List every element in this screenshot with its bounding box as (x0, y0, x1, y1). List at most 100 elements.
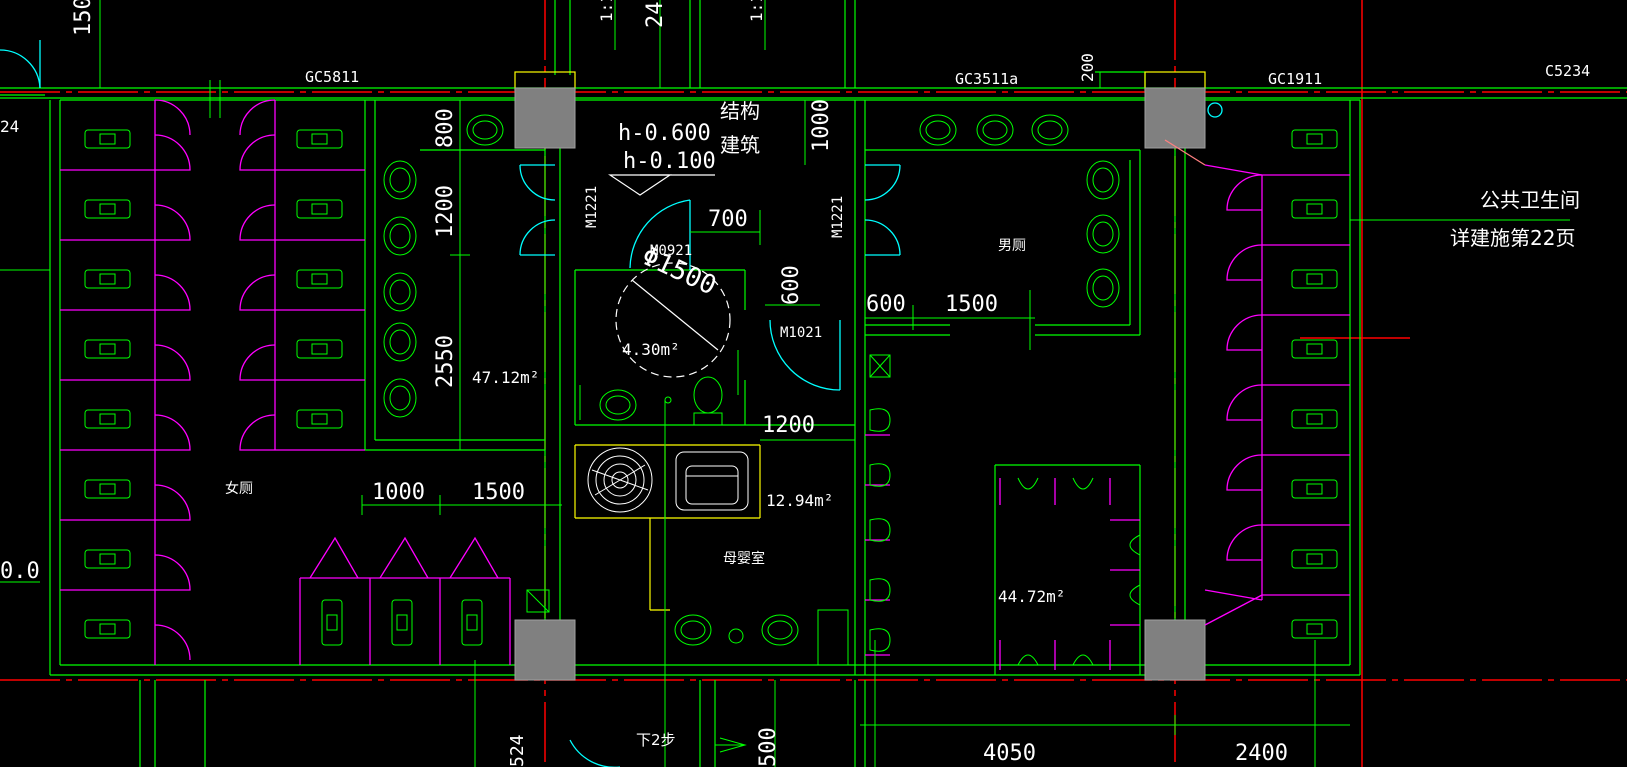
urinal (869, 628, 891, 652)
toilet (84, 129, 131, 149)
women-area: 47.12m² (472, 368, 539, 387)
urinal (869, 463, 891, 487)
window-label-c5234: C5234 (1545, 62, 1590, 80)
window-label-gc1911: GC1911 (1268, 70, 1322, 88)
washbasin (761, 614, 799, 646)
men-area: 44.72m² (998, 587, 1065, 606)
turning-circle (615, 262, 731, 378)
dim-150-top: 150 (71, 0, 96, 36)
toilet (1291, 479, 1338, 499)
dim-500: 500 (756, 727, 781, 767)
toilet (296, 409, 343, 429)
toilet (296, 339, 343, 359)
urinal (1129, 584, 1141, 606)
toilet (84, 409, 131, 429)
washbasin (383, 272, 417, 312)
level-architecture-label: 建筑 (720, 133, 760, 157)
dim-1000-vertical: 1000 (809, 99, 834, 152)
urinal (869, 408, 891, 432)
dim-ratio-b: 1:1 (747, 0, 766, 22)
toilet (84, 339, 131, 359)
dim-00-left: 0.0 (0, 559, 40, 584)
urinal (1072, 654, 1094, 666)
toilet (84, 619, 131, 639)
dim-4050: 4050 (983, 741, 1036, 766)
urinal (1017, 477, 1039, 490)
urinals (869, 408, 1141, 666)
dim-800: 800 (433, 108, 458, 148)
toilet (1291, 549, 1338, 569)
door-swings (0, 40, 1223, 767)
women-room-name: 女厕 (225, 480, 253, 497)
door-label-m1221-left: M1221 (584, 186, 600, 228)
toilet (296, 269, 343, 289)
dim-700: 700 (708, 207, 748, 232)
door-label-m0921: M0921 (650, 243, 692, 259)
mother-baby-furniture (587, 447, 749, 513)
toilet (461, 599, 483, 646)
urinal (869, 518, 891, 542)
door-label-m1021: M1021 (780, 325, 822, 341)
men-room-name: 男厕 (998, 238, 1026, 254)
dim-524: 524 (507, 734, 528, 767)
urinal (869, 578, 891, 602)
dim-600-horizontal: 600 (866, 292, 906, 317)
washbasin (1086, 160, 1120, 200)
level-marker (608, 174, 715, 196)
door-label-m1221-right: M1221 (830, 196, 846, 238)
washbasin (383, 160, 417, 200)
note-line-1: 公共卫生间 (1480, 188, 1580, 212)
dim-ratio-a: 1:1 (597, 0, 616, 22)
dim-24-top: 24 (643, 2, 668, 29)
dimension-lines (0, 0, 1570, 767)
accessible-area: 4.30m² (622, 340, 680, 359)
toilet (296, 199, 343, 219)
washbasin (466, 114, 504, 146)
toilet (1291, 619, 1338, 639)
toilet (1291, 409, 1338, 429)
dim-1200-vertical: 1200 (433, 185, 458, 238)
stall-partitions (60, 99, 1350, 670)
toilet (1291, 129, 1338, 149)
dim-1200-horizontal: 1200 (762, 413, 815, 438)
mother-baby-room-name: 母婴室 (723, 550, 765, 567)
column-top-right (1144, 87, 1206, 149)
level-structure: h-0.600 (618, 121, 711, 146)
note-line-2: 详建施第22页 (1450, 226, 1575, 250)
toilet (1291, 339, 1338, 359)
toilet (84, 199, 131, 219)
washbasin (674, 614, 712, 646)
mother-baby-area: 12.94m² (766, 491, 833, 510)
dim-200: 200 (1078, 53, 1097, 82)
toilet (391, 599, 413, 646)
toilet (84, 269, 131, 289)
washbasin (383, 322, 417, 362)
toilet (84, 549, 131, 569)
washbasin (383, 216, 417, 256)
washbasin (919, 114, 957, 146)
window-label-gc5811: GC5811 (305, 68, 359, 86)
toilet (321, 599, 343, 646)
window-label-gc3511a: GC3511a (955, 70, 1018, 88)
toilet (1291, 199, 1338, 219)
toilet (84, 479, 131, 499)
level-architecture: h-0.100 (623, 149, 716, 174)
nursing-chair (675, 451, 749, 511)
washbasin (1086, 268, 1120, 308)
dim-1000-left: 1000 (372, 480, 425, 505)
toilets (84, 129, 1338, 646)
column-bottom-left (514, 619, 576, 681)
baby-changing-table (587, 447, 653, 513)
level-structure-label: 结构 (720, 99, 760, 123)
urinal (1072, 477, 1094, 490)
washbasin (383, 378, 417, 418)
column-bottom-right (1144, 619, 1206, 681)
toilet-accessible (693, 376, 723, 426)
dim-1500-horizontal: 1500 (945, 292, 998, 317)
urinal (1129, 534, 1141, 556)
washbasin (1031, 114, 1069, 146)
washbasins (383, 114, 1120, 666)
dim-2550: 2550 (433, 335, 458, 388)
